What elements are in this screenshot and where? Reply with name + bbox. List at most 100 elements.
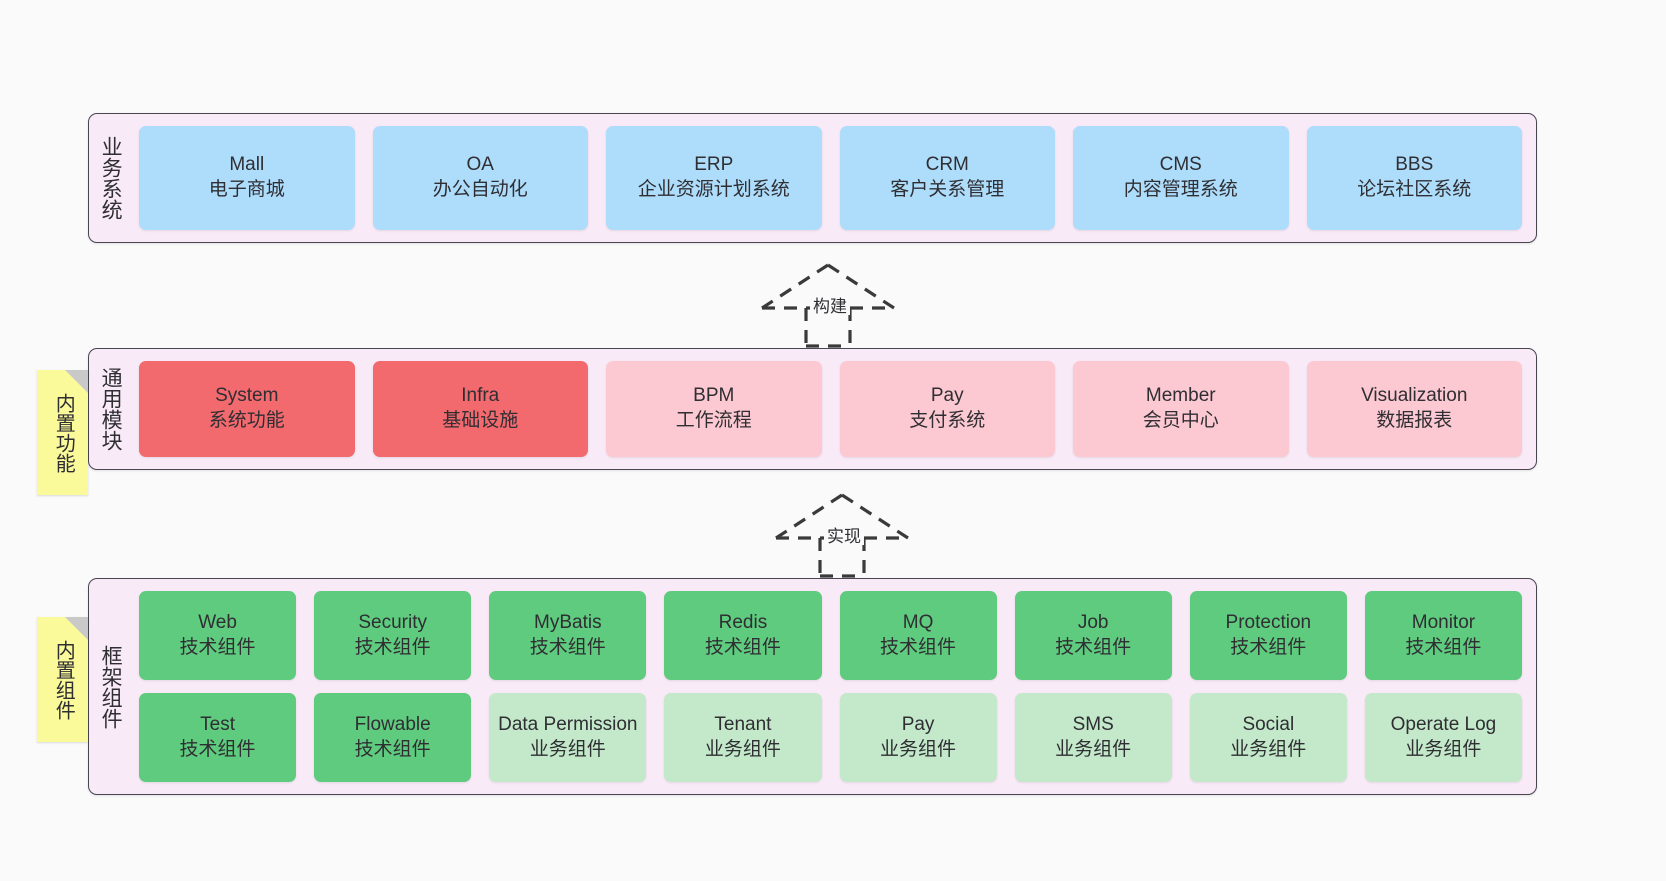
card-subtitle: 数据报表 — [1376, 410, 1453, 431]
card-member[interactable]: Member 会员中心 — [1073, 361, 1289, 457]
connector-implement: 实现 — [772, 492, 912, 578]
card-title: Pay — [901, 713, 935, 735]
note-label: 内置功能 — [52, 392, 75, 473]
card-subtitle: 电子商城 — [208, 179, 285, 200]
card-subtitle: 业务组件 — [1055, 738, 1132, 760]
card-mall[interactable]: Mall 电子商城 — [139, 126, 355, 230]
layer-title-business-systems: 业务系统 — [99, 136, 123, 220]
card-test[interactable]: Test 技术组件 — [139, 693, 297, 782]
card-title: Protection — [1225, 611, 1312, 633]
card-title: ERP — [694, 154, 734, 176]
card-subtitle: 业务组件 — [1230, 738, 1307, 760]
layer-business-systems: 业务系统 Mall 电子商城 OA 办公自动化 ERP 企业资源计划系统 CRM… — [88, 113, 1537, 243]
card-web[interactable]: Web 技术组件 — [139, 591, 297, 680]
card-visualization[interactable]: Visualization 数据报表 — [1306, 361, 1522, 457]
card-mq[interactable]: MQ 技术组件 — [839, 591, 997, 680]
card-operate-log[interactable]: Operate Log 业务组件 — [1364, 693, 1522, 782]
card-tenant[interactable]: Tenant 业务组件 — [664, 693, 822, 782]
card-subtitle: 论坛社区系统 — [1357, 179, 1472, 200]
card-title: Infra — [461, 385, 500, 407]
card-subtitle: 技术组件 — [1055, 636, 1132, 658]
card-title: Visualization — [1361, 385, 1468, 407]
card-title: Social — [1242, 713, 1295, 735]
card-subtitle: 技术组件 — [354, 636, 431, 658]
card-subtitle: 内容管理系统 — [1123, 179, 1238, 200]
card-subtitle: 技术组件 — [354, 738, 431, 760]
card-title: SMS — [1072, 713, 1114, 735]
card-subtitle: 技术组件 — [704, 636, 781, 658]
card-subtitle: 技术组件 — [1230, 636, 1307, 658]
card-title: Mall — [229, 154, 265, 176]
card-security[interactable]: Security 技术组件 — [314, 591, 472, 680]
card-subtitle: 业务组件 — [529, 738, 606, 760]
card-title: Monitor — [1411, 611, 1476, 633]
card-pay-module[interactable]: Pay 支付系统 — [839, 361, 1055, 457]
card-bbs[interactable]: BBS 论坛社区系统 — [1306, 126, 1522, 230]
card-infra[interactable]: Infra 基础设施 — [372, 361, 588, 457]
layer-common-modules: 通用模块 System 系统功能 Infra 基础设施 BPM 工作流程 Pay… — [88, 348, 1537, 470]
card-grid-business-systems: Mall 电子商城 OA 办公自动化 ERP 企业资源计划系统 CRM 客户关系… — [131, 114, 1536, 242]
card-subtitle: 企业资源计划系统 — [637, 179, 790, 200]
card-title: BBS — [1395, 154, 1434, 176]
card-title: Security — [358, 611, 427, 633]
card-social[interactable]: Social 业务组件 — [1189, 693, 1347, 782]
card-subtitle: 技术组件 — [179, 738, 256, 760]
card-title: Member — [1145, 385, 1216, 407]
card-flowable[interactable]: Flowable 技术组件 — [314, 693, 472, 782]
card-row: System 系统功能 Infra 基础设施 BPM 工作流程 Pay 支付系统… — [139, 361, 1522, 457]
card-grid-framework-components: Web 技术组件 Security 技术组件 MyBatis 技术组件 Redi… — [131, 579, 1536, 794]
card-mybatis[interactable]: MyBatis 技术组件 — [489, 591, 647, 680]
card-protection[interactable]: Protection 技术组件 — [1189, 591, 1347, 680]
card-title: Pay — [930, 385, 964, 407]
card-title: BPM — [693, 385, 735, 407]
card-erp[interactable]: ERP 企业资源计划系统 — [606, 126, 822, 230]
card-title: OA — [466, 154, 494, 176]
card-sms[interactable]: SMS 业务组件 — [1014, 693, 1172, 782]
card-redis[interactable]: Redis 技术组件 — [664, 591, 822, 680]
card-title: Web — [198, 611, 237, 633]
card-subtitle: 基础设施 — [442, 410, 519, 431]
card-subtitle: 客户关系管理 — [890, 179, 1005, 200]
card-cms[interactable]: CMS 内容管理系统 — [1073, 126, 1289, 230]
card-title: CRM — [925, 154, 969, 176]
card-subtitle: 系统功能 — [208, 410, 285, 431]
card-subtitle: 业务组件 — [880, 738, 957, 760]
layer-title-framework-components: 框架组件 — [99, 644, 123, 729]
card-job[interactable]: Job 技术组件 — [1014, 591, 1172, 680]
card-title: Tenant — [714, 713, 772, 735]
card-subtitle: 技术组件 — [179, 636, 256, 658]
card-title: Test — [200, 713, 235, 735]
card-title: Flowable — [354, 713, 431, 735]
card-title: Redis — [718, 611, 768, 633]
card-subtitle: 业务组件 — [704, 738, 781, 760]
card-data-permission[interactable]: Data Permission 业务组件 — [489, 693, 647, 782]
connector-label-implement: 实现 — [824, 528, 864, 545]
card-subtitle: 技术组件 — [1405, 636, 1482, 658]
card-oa[interactable]: OA 办公自动化 — [372, 126, 588, 230]
card-subtitle: 技术组件 — [529, 636, 606, 658]
card-grid-common-modules: System 系统功能 Infra 基础设施 BPM 工作流程 Pay 支付系统… — [131, 349, 1536, 469]
card-subtitle: 业务组件 — [1405, 738, 1482, 760]
card-row: Mall 电子商城 OA 办公自动化 ERP 企业资源计划系统 CRM 客户关系… — [139, 126, 1522, 230]
card-subtitle: 办公自动化 — [432, 179, 528, 200]
card-title: MQ — [902, 611, 934, 633]
note-builtin-components: 内置组件 — [37, 617, 88, 742]
card-pay-component[interactable]: Pay 业务组件 — [839, 693, 997, 782]
card-crm[interactable]: CRM 客户关系管理 — [839, 126, 1055, 230]
card-monitor[interactable]: Monitor 技术组件 — [1364, 591, 1522, 680]
card-title: CMS — [1159, 154, 1202, 176]
card-title: Operate Log — [1390, 713, 1497, 735]
note-builtin-features: 内置功能 — [37, 370, 88, 495]
connector-label-build: 构建 — [810, 298, 850, 315]
card-title: Job — [1077, 611, 1109, 633]
card-row: Test 技术组件 Flowable 技术组件 Data Permission … — [139, 693, 1522, 782]
note-fold-corner — [65, 617, 88, 640]
card-bpm[interactable]: BPM 工作流程 — [606, 361, 822, 457]
connector-build: 构建 — [758, 262, 898, 348]
card-title: System — [215, 385, 279, 407]
card-subtitle: 工作流程 — [675, 410, 752, 431]
note-fold-corner — [65, 370, 88, 393]
card-system[interactable]: System 系统功能 — [139, 361, 355, 457]
layer-title-common-modules: 通用模块 — [99, 367, 123, 451]
